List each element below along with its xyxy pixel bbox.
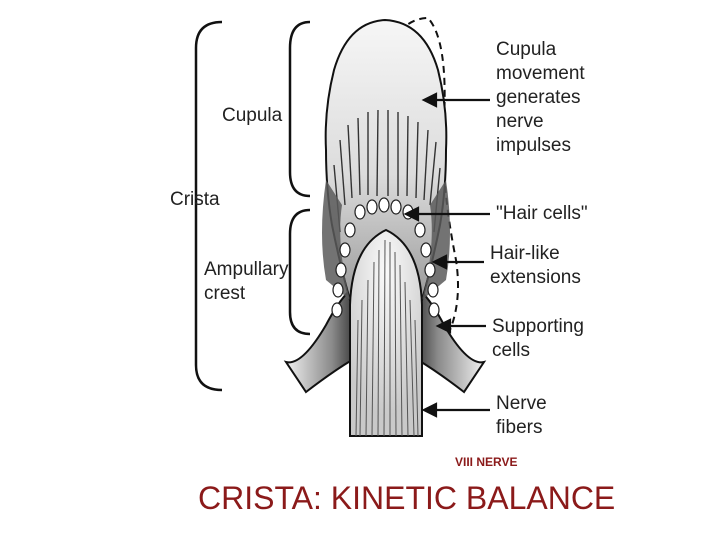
- label-ampullary-crest-line1: Ampullary: [204, 259, 289, 280]
- label-cupula-movement: Cupula movement generates nerve impulses: [496, 38, 696, 158]
- label-hair-like-extensions: Hair-like extensions: [490, 242, 690, 290]
- crista-bracket: [194, 20, 223, 392]
- label-supporting-line1: Supporting: [492, 316, 584, 337]
- label-hair-cells: "Hair cells": [496, 203, 588, 224]
- label-cupula-movement-line3: generates: [496, 87, 581, 108]
- ampullary-crest-bracket: [288, 208, 311, 336]
- slide-title: CRISTA: KINETIC BALANCE: [198, 480, 616, 516]
- label-cupula: Cupula: [222, 105, 283, 126]
- label-nerve-fibers: Nerve fibers: [496, 392, 696, 440]
- label-cupula-movement-line4: nerve: [496, 111, 544, 132]
- label-supporting-cells: Supporting cells: [492, 315, 692, 363]
- cupula-bracket: [288, 20, 311, 198]
- label-nerve-fibers-line1: Nerve: [496, 393, 547, 414]
- nerve-fiber-lines: [355, 239, 419, 437]
- label-supporting-line2: cells: [492, 340, 531, 361]
- label-ampullary-crest: Ampullary crest: [204, 258, 288, 306]
- supporting-cells-left: [283, 287, 354, 394]
- label-nerve-fibers-line2: fibers: [496, 417, 543, 438]
- viii-nerve-caption: VIII NERVE: [455, 455, 518, 469]
- hair-cells: [331, 197, 440, 318]
- label-hair-like-line1: Hair-like: [490, 243, 560, 264]
- pointer-arrows: [403, 92, 490, 418]
- label-ampullary-crest-line2: crest: [204, 283, 246, 304]
- label-hair-like-line2: extensions: [490, 267, 581, 288]
- label-cupula-movement-line1: Cupula: [496, 39, 557, 60]
- supporting-cells-right: [416, 287, 487, 394]
- label-crista: Crista: [170, 189, 220, 210]
- label-cupula-movement-line5: impulses: [496, 135, 571, 156]
- label-cupula-movement-line2: movement: [496, 63, 585, 84]
